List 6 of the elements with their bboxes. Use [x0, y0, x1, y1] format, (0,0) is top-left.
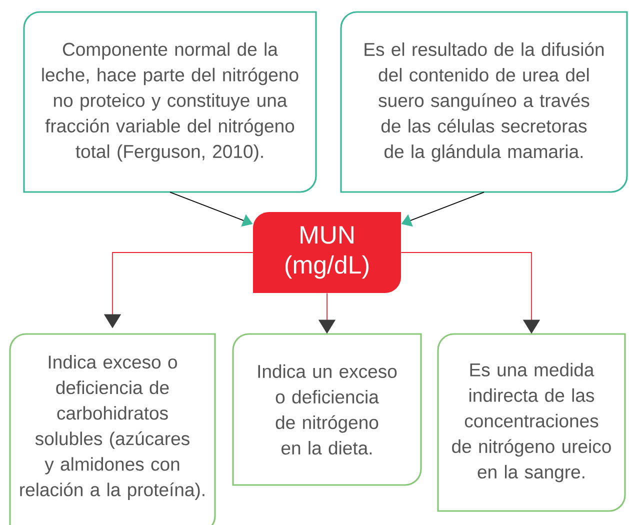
- text-box: Indica exceso o deficiencia de carbohidratos solubles (azúcares y almidones con relación a la proteína).: [9, 333, 216, 525]
- text-box: Componente normal de la leche, hace parte del nitrógeno no proteico y constituye una fracción variable del nitrógeno total (Ferguson, 2010).: [23, 11, 317, 193]
- text-box: Es el resultado de la difusión del contenido de urea del suero sanguíneo a través de las células secretoras de la glándula mamaria.: [340, 11, 628, 193]
- title-box: MUN (mg/dL): [253, 212, 401, 293]
- text-box: Indica un exceso o deficiencia de nitrógeno en la dieta.: [232, 333, 422, 486]
- text-box: Es una medida indirecta de las concentraciones de nitrógeno ureico en la sangre.: [437, 333, 626, 512]
